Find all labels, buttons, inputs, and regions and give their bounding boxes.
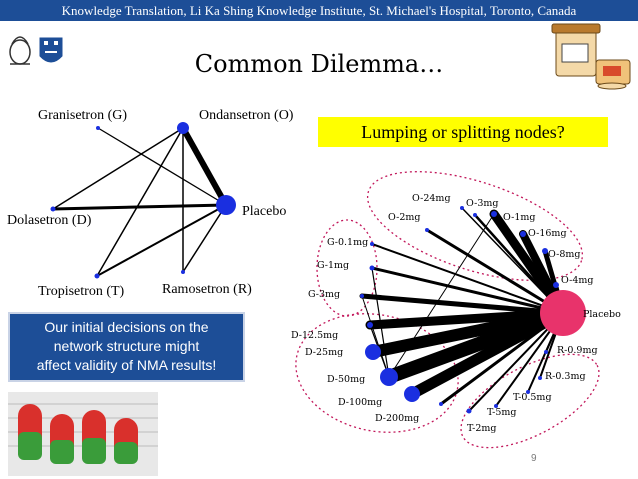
node-g-1mg — [369, 265, 375, 271]
node-g-3mg — [360, 294, 364, 298]
node-ondansetron — [177, 122, 189, 134]
label-d-50mg: D-50mg — [327, 374, 366, 385]
node-r-0-3mg — [538, 376, 542, 380]
node-d-50mg — [380, 368, 398, 386]
node-r-0-9mg — [544, 350, 548, 354]
node-t-2mg — [466, 408, 472, 414]
slide-title: Common Dilemma… — [194, 50, 444, 78]
node-g-0-1mg — [370, 242, 374, 246]
callout-box: Lumping or splitting nodes? — [318, 117, 608, 147]
node-o-8mg — [542, 248, 548, 254]
label-d-12-5mg: D-12.5mg — [291, 330, 339, 341]
label-o-2mg: O-2mg — [388, 212, 421, 223]
node-tropisetron — [94, 273, 100, 279]
label-o-1mg: O-1mg — [503, 212, 536, 223]
note-box: Our initial decisions on the network str… — [8, 312, 245, 382]
node-o-24mg — [425, 228, 429, 232]
label-d-25mg: D-25mg — [305, 347, 344, 358]
label-placebo-right: Placebo — [583, 309, 621, 320]
label-g-3mg: G-3mg — [308, 289, 341, 300]
node-o-4mg — [553, 282, 559, 288]
note-line-2: network structure might — [53, 338, 200, 354]
label-t-0-5mg: T-0.5mg — [513, 392, 552, 403]
label-g-0-1mg: G-0.1mg — [327, 237, 369, 248]
label-o-4mg: O-4mg — [561, 275, 594, 286]
node-o-2mg — [473, 213, 477, 217]
note-line-1: Our initial decisions on the — [44, 319, 209, 335]
page-number: 9 — [531, 453, 537, 464]
label-d-200mg: D-200mg — [375, 413, 420, 424]
label-g-1mg: G-1mg — [317, 260, 350, 271]
label-t-5mg: T-5mg — [487, 407, 517, 418]
node-o-16mg — [520, 231, 526, 237]
header-bar: Knowledge Translation, Li Ka Shing Knowl… — [0, 0, 638, 21]
node-placebo — [216, 195, 236, 215]
label-dolasetron: Dolasetron (D) — [7, 213, 92, 228]
label-o-24mg: O-24mg — [412, 193, 451, 204]
label-d-100mg: D-100mg — [338, 397, 383, 408]
label-ondansetron: Ondansetron (O) — [199, 108, 294, 123]
node-o-1mg — [491, 211, 497, 217]
node-granisetron — [96, 126, 100, 130]
node-placebo-right — [540, 290, 586, 336]
node-t-0-5mg — [526, 390, 530, 394]
label-granisetron: Granisetron (G) — [38, 108, 128, 123]
node-t-5mg — [494, 404, 498, 408]
label-t-2mg: T-2mg — [467, 423, 497, 434]
label-placebo: Placebo — [242, 204, 287, 219]
note-line-3: affect validity of NMA results! — [36, 357, 217, 373]
label-ramosetron: Ramosetron (R) — [162, 282, 252, 297]
node-d-12-5mg — [367, 322, 373, 328]
node-d-200mg — [439, 402, 443, 406]
node-o-3mg — [460, 206, 464, 210]
label-o-3mg: O-3mg — [466, 198, 499, 209]
node-dolasetron — [50, 206, 56, 212]
label-r-0-3mg: R-0.3mg — [545, 371, 586, 382]
label-tropisetron: Tropisetron (T) — [38, 284, 125, 299]
label-o-16mg: O-16mg — [528, 228, 567, 239]
label-o-8mg: O-8mg — [548, 249, 581, 260]
label-r-0-9mg: R-0.9mg — [557, 345, 598, 356]
node-d-25mg — [365, 344, 381, 360]
node-d-100mg — [404, 386, 420, 402]
node-ramosetron — [181, 270, 185, 274]
